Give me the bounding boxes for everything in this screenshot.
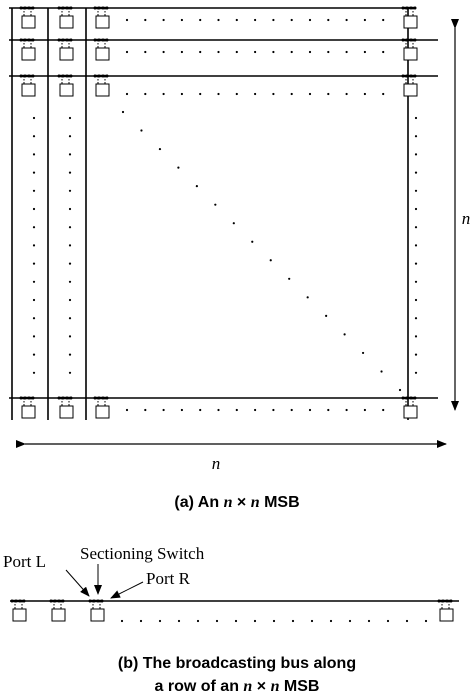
caption-a: (a) An n × n MSB: [174, 494, 299, 511]
width-label: n: [212, 454, 221, 473]
row-dots: [120, 619, 428, 623]
sectioning-switch-label: Sectioning Switch: [80, 544, 205, 563]
processor-node: [19, 396, 36, 419]
processor-node: [57, 74, 74, 97]
mesh-figure: n n (a) An n × n MSB: [9, 6, 471, 511]
processor-node: [19, 38, 36, 61]
processor-node: [401, 38, 418, 61]
port-r-arrow: [110, 581, 144, 599]
processor-node: [57, 38, 74, 61]
bus-row-figure: Port L Sectioning Switch Port R (b) The …: [3, 544, 459, 695]
caption-b-line1: (b) The broadcasting bus along: [118, 655, 356, 672]
processor-node: [93, 38, 110, 61]
bus-lines: [9, 7, 438, 420]
port-l-label: Port L: [3, 552, 46, 571]
grid-dots: [32, 18, 418, 412]
processor-node: [19, 74, 36, 97]
port-r-label: Port R: [146, 569, 191, 588]
caption-b-line2: a row of an n × n MSB: [155, 678, 320, 695]
row-processor-node: [437, 599, 454, 622]
row-processor-nodes: [10, 599, 454, 622]
row-processor-node: [10, 599, 27, 622]
processor-nodes: [19, 6, 418, 419]
port-l-arrow: [65, 569, 90, 597]
processor-node: [57, 396, 74, 419]
processor-node: [93, 74, 110, 97]
row-processor-node: [88, 599, 105, 622]
processor-node: [401, 74, 418, 97]
processor-node: [19, 6, 36, 29]
processor-node: [93, 396, 110, 419]
processor-node: [93, 6, 110, 29]
row-processor-node: [49, 599, 66, 622]
processor-node: [57, 6, 74, 29]
height-label: n: [462, 209, 471, 228]
processor-node: [401, 396, 418, 419]
processor-node: [401, 6, 418, 29]
diagonal-dots: [121, 110, 402, 392]
